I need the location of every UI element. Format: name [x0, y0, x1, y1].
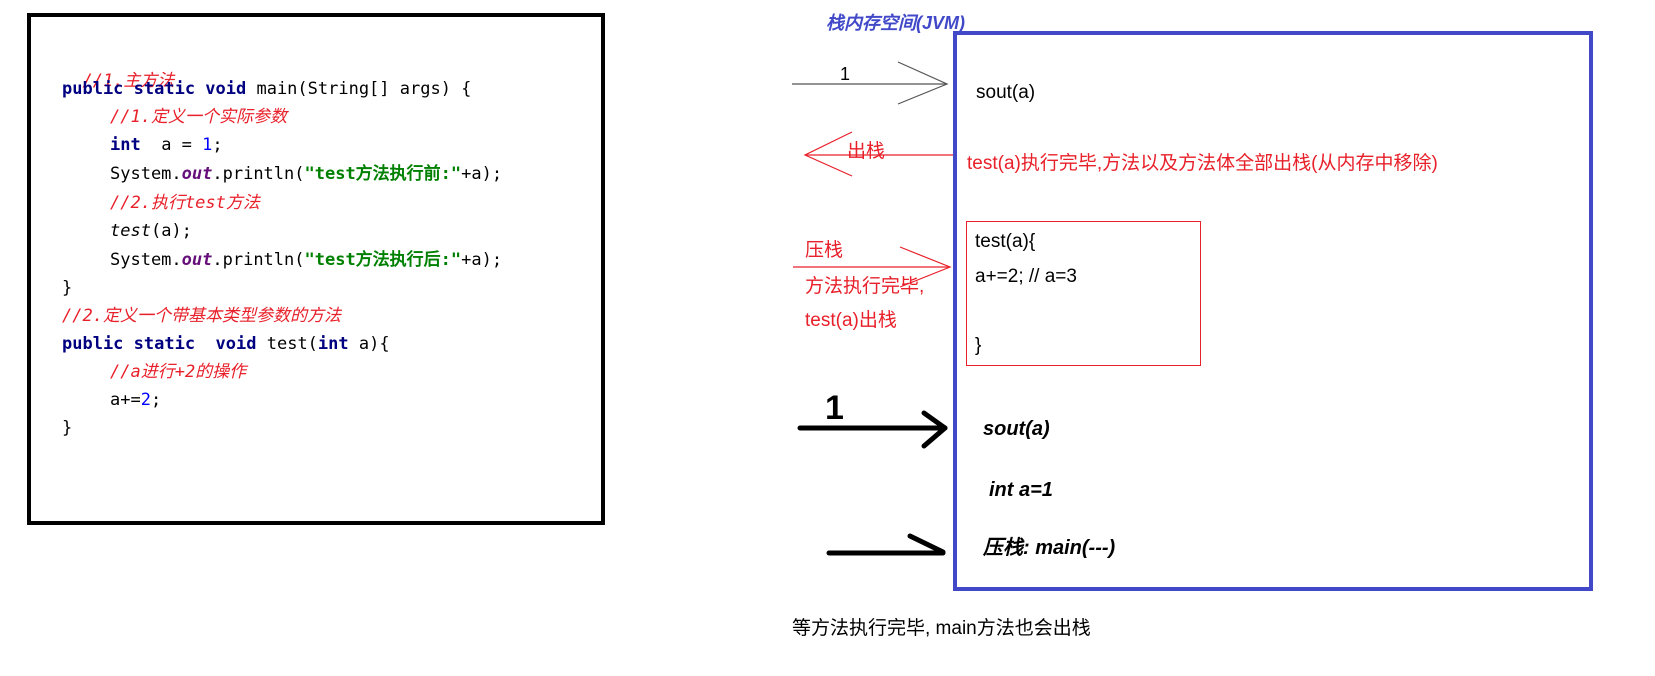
stack-memory-box: [953, 31, 1593, 591]
closing-brace: }: [62, 278, 73, 298]
code-line-8: System.out.println("test方法执行后:"+a);: [110, 250, 502, 270]
keyword: public static: [62, 334, 196, 354]
code-line-6: //2.执行test方法: [110, 193, 260, 213]
code-line-4: int a = 1;: [110, 135, 223, 155]
number-literal: 1: [202, 135, 213, 155]
code-text: ;: [150, 390, 162, 410]
code-line-9: }: [62, 278, 72, 298]
arrow-push: [793, 246, 952, 288]
code-line-3: //1.定义一个实际参数: [110, 107, 287, 127]
code-line-1: //1.主方法: [62, 51, 174, 91]
string-literal: "test方法执行前:": [304, 164, 462, 184]
comment: //1.主方法: [82, 71, 175, 91]
keyword: int: [317, 334, 349, 354]
code-line-12: //a进行+2的操作: [110, 362, 246, 382]
code-text: test(: [256, 334, 318, 354]
arrow-bottom: [826, 533, 946, 556]
frame-line-1: test(a){: [975, 231, 1036, 252]
keyword: int: [110, 135, 141, 155]
code-text: a){: [348, 334, 390, 354]
push-note-1: 方法执行完毕,: [805, 276, 925, 297]
code-line-13: a+=2;: [110, 390, 161, 410]
field-name: out: [181, 250, 213, 270]
code-line-5: System.out.println("test方法执行前:"+a);: [110, 164, 502, 184]
keyword: public static void: [62, 79, 247, 99]
code-line-2: public static void main(String[] args) {: [62, 79, 471, 99]
int-a-label: int a=1: [989, 479, 1053, 501]
code-text: main(String[] args) {: [246, 79, 472, 99]
arrow-pop: [803, 131, 953, 177]
arrow-top-thin: [792, 61, 949, 105]
pop-label: 出栈: [847, 141, 886, 162]
comment: //a进行+2的操作: [110, 362, 247, 382]
code-line-7: test(a);: [110, 221, 192, 241]
footer-note: 等方法执行完毕, main方法也会出栈: [792, 618, 1091, 639]
code-text: a+=: [110, 390, 141, 410]
frame-line-2: a+=2; // a=3: [975, 266, 1077, 287]
code-text: a =: [140, 135, 203, 155]
code-line-11: public static void test(int a){: [62, 334, 390, 354]
stack-title: 栈内存空间(JVM): [826, 13, 965, 33]
comment: //1.定义一个实际参数: [110, 107, 287, 127]
arrow-bold-label: 1: [825, 389, 844, 427]
push-main-label: 压栈: main(---): [983, 537, 1116, 559]
code-text: +a);: [461, 164, 503, 184]
frame-line-3: }: [975, 335, 982, 356]
push-note-2: test(a)出栈: [805, 310, 897, 331]
code-text: .println(: [212, 164, 305, 184]
sout-bottom-label: sout(a): [983, 418, 1050, 440]
comment: //2.定义一个带基本类型参数的方法: [62, 306, 341, 326]
arrow-bold: [797, 410, 948, 449]
number-literal: 2: [140, 390, 151, 410]
code-text: System.: [110, 250, 182, 270]
closing-brace: }: [62, 418, 73, 438]
code-text: System.: [110, 164, 182, 184]
pop-description: test(a)执行完毕,方法以及方法体全部出栈(从内存中移除): [967, 153, 1438, 174]
push-label: 压栈: [805, 240, 844, 261]
test-frame-box: [966, 221, 1201, 366]
code-text: (a);: [150, 221, 192, 241]
keyword: void: [215, 334, 257, 354]
code-text: +a);: [461, 250, 503, 270]
code-text: .println(: [212, 250, 305, 270]
field-name: out: [181, 164, 213, 184]
sout-top-label: sout(a): [976, 82, 1036, 103]
code-line-10: //2.定义一个带基本类型参数的方法: [62, 306, 341, 326]
code-text: ;: [212, 135, 223, 155]
code-panel: [27, 13, 605, 525]
code-line-14: }: [62, 418, 72, 438]
method-call: test: [110, 221, 151, 241]
arrow-top-label: 1: [840, 64, 851, 84]
comment: //2.执行test方法: [110, 193, 260, 213]
string-literal: "test方法执行后:": [304, 250, 462, 270]
